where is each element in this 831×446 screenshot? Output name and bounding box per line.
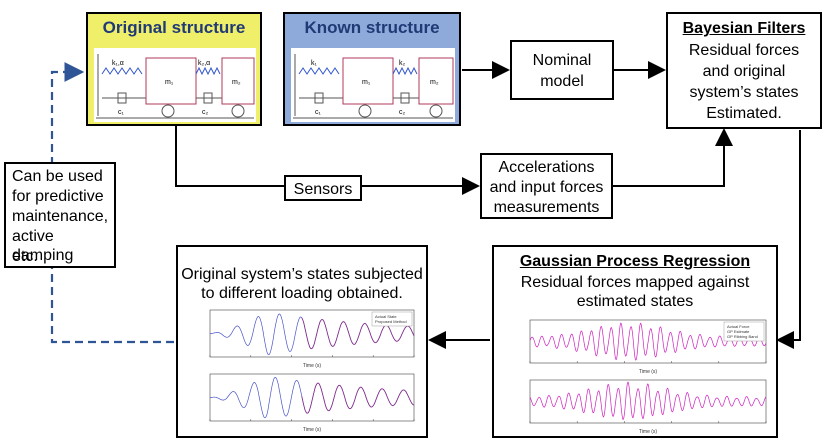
- x-axis-label: Time (s): [639, 429, 657, 435]
- measurements-box: Accelerations and input forces measureme…: [480, 153, 613, 219]
- nominal-line-2: model: [540, 73, 584, 90]
- label-k1: k₁,α: [112, 60, 124, 67]
- sensors-box: Sensors: [284, 175, 362, 201]
- x-axis-label: Time (s): [639, 369, 657, 375]
- nominal-line-1: Nominal: [532, 52, 592, 69]
- gpr-title: Gaussian Process Regression: [519, 253, 751, 270]
- measurements-line-1: Accelerations: [498, 159, 595, 176]
- bayes-line-1: Residual forces: [688, 42, 800, 59]
- label-k1: k₁: [311, 60, 318, 67]
- measurements-line-3: measurements: [493, 199, 600, 216]
- bayesian-filters-box: Bayesian Filters Residual forces and ori…: [666, 12, 822, 129]
- uses-box: Can be used for predictive maintenance, …: [4, 162, 116, 268]
- mass-m2-block: [418, 57, 454, 105]
- legend-entry: Actual Force: [727, 324, 750, 329]
- label-c1: c₁: [118, 109, 125, 116]
- label-c1: c₁: [315, 109, 322, 116]
- known-structure-box: Known structure k₁ c₁ m₁ k₂ c₂ m₂: [283, 12, 461, 126]
- gpr-line-1: Residual forces mapped against: [520, 274, 750, 291]
- spring-k2-icon: [195, 66, 221, 76]
- label-m1: m₁: [362, 79, 371, 86]
- arrow-bayes-to-gpr: [776, 130, 801, 349]
- sensors-label: Sensors: [293, 181, 353, 198]
- original-structure-title: Original structure: [102, 18, 246, 37]
- label-m1: m₁: [165, 79, 174, 86]
- label-m2: m₂: [232, 79, 241, 86]
- states-line-1: Original system’s states subjected: [181, 266, 423, 283]
- spring-k2-icon: [392, 66, 418, 76]
- label-k2: k₂: [399, 60, 406, 67]
- uses-line-4: active damping: [12, 228, 74, 264]
- original-structure-box: Original structure k₁,α c₁ m₁ k₂,α c₂ m₂: [86, 12, 262, 126]
- label-m2: m₂: [430, 79, 439, 86]
- bayes-line-2: and original: [702, 63, 786, 80]
- uses-line-5: etc.: [12, 248, 38, 265]
- mass-m2-block: [221, 57, 255, 105]
- legend-entry: Actual State: [375, 314, 397, 319]
- spring-k1-icon: [101, 67, 143, 75]
- line-original-to-sensors: [175, 126, 284, 187]
- label-c2: c₂: [202, 109, 209, 116]
- bayes-line-3: system’s states: [689, 84, 799, 101]
- legend-entry: GP Estimate: [727, 329, 750, 334]
- label-k2: k₂,α: [198, 60, 210, 67]
- bayes-line-4: Estimated.: [706, 105, 782, 122]
- legend-entry: GP Ribbing Band: [727, 334, 758, 339]
- mass-m1-block: [342, 57, 394, 105]
- x-axis-label: Time (s): [303, 363, 321, 369]
- gpr-line-2: estimated states: [576, 293, 694, 310]
- x-axis-label: Time (s): [303, 427, 321, 433]
- bayesian-filters-title: Bayesian Filters: [682, 20, 806, 37]
- states-line-2: to different loading obtained.: [201, 285, 403, 302]
- nominal-model-box: Nominal model: [510, 40, 614, 100]
- measurements-line-2: and input forces: [489, 179, 604, 196]
- known-mass-spring-schematic: k₁ c₁ m₁ k₂ c₂ m₂: [291, 48, 455, 122]
- gpr-box: Gaussian Process Regression Residual for…: [492, 245, 778, 438]
- original-mass-spring-schematic: k₁,α c₁ m₁ k₂,α c₂ m₂: [94, 48, 256, 122]
- spring-k1-icon: [298, 67, 340, 75]
- uses-line-1: Can be used: [12, 168, 103, 185]
- uses-line-2: for predictive: [12, 188, 104, 205]
- states-plot-bottom: Time (s): [209, 373, 415, 433]
- mass-m1-block: [145, 57, 197, 105]
- legend-entry: Proposed Method: [375, 319, 407, 324]
- arrow-measurements-to-bayes: [613, 128, 733, 187]
- label-c2: c₂: [399, 109, 406, 116]
- dashed-feedback-arrow: [50, 62, 174, 344]
- gpr-plot-bottom: Time (s): [529, 379, 767, 435]
- known-structure-title: Known structure: [304, 18, 440, 37]
- uses-line-3: maintenance,: [12, 208, 109, 225]
- states-box: Original system’s states subjected to di…: [176, 245, 428, 438]
